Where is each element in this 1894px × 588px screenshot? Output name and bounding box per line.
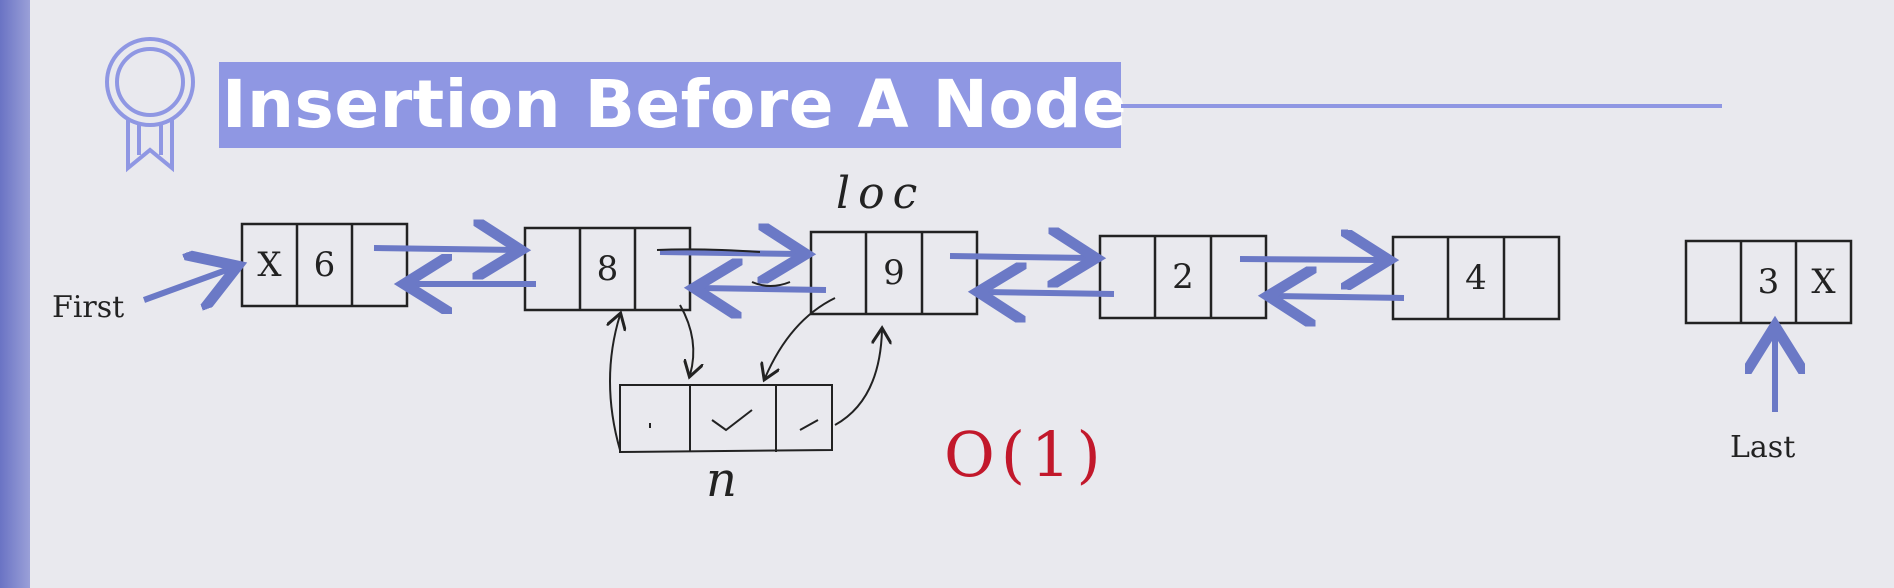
node-2-data: 8 (596, 249, 619, 289)
node-3-data: 9 (883, 253, 905, 293)
arrow-next-1 (373, 248, 515, 250)
slide-title: Insertion Before A Node (222, 66, 1128, 143)
node-3-next (922, 232, 977, 314)
ribbon-icon (105, 37, 195, 173)
node-1-next (352, 224, 407, 306)
node-1-prev: X (257, 245, 282, 285)
complexity-label: O(1) (944, 418, 1107, 491)
first-label: First (52, 290, 125, 325)
title-banner (219, 62, 1121, 148)
arrow-next-2 (659, 252, 800, 254)
arrow-prev-4 (984, 292, 1115, 294)
slide-left-edge (0, 0, 30, 588)
node-4-prev (1100, 236, 1155, 318)
handwritten-new-node (610, 248, 882, 454)
title-underline (1121, 104, 1722, 108)
new-node-label: n (706, 452, 737, 508)
node-6-prev (1686, 241, 1741, 323)
node-5-prev (1393, 237, 1448, 319)
loc-label: loc (836, 168, 926, 219)
node-5-next (1504, 237, 1559, 319)
arrow-prev-3 (700, 288, 827, 290)
node-5-data: 4 (1465, 258, 1487, 298)
node-1-data: 6 (313, 245, 336, 285)
node-2-next (635, 228, 690, 310)
arrow-next-4 (1239, 259, 1383, 260)
node-4-data: 2 (1172, 257, 1194, 297)
node-2-prev (525, 228, 580, 310)
node-6-data: 3 (1757, 262, 1780, 302)
node-4-next (1211, 236, 1266, 318)
last-label: Last (1730, 430, 1796, 465)
arrow-prev-5 (1274, 296, 1405, 298)
arrow-next-3 (949, 256, 1090, 258)
arrow-first (142, 268, 232, 300)
node-6-next: X (1811, 262, 1836, 302)
node-3-prev (811, 232, 866, 314)
